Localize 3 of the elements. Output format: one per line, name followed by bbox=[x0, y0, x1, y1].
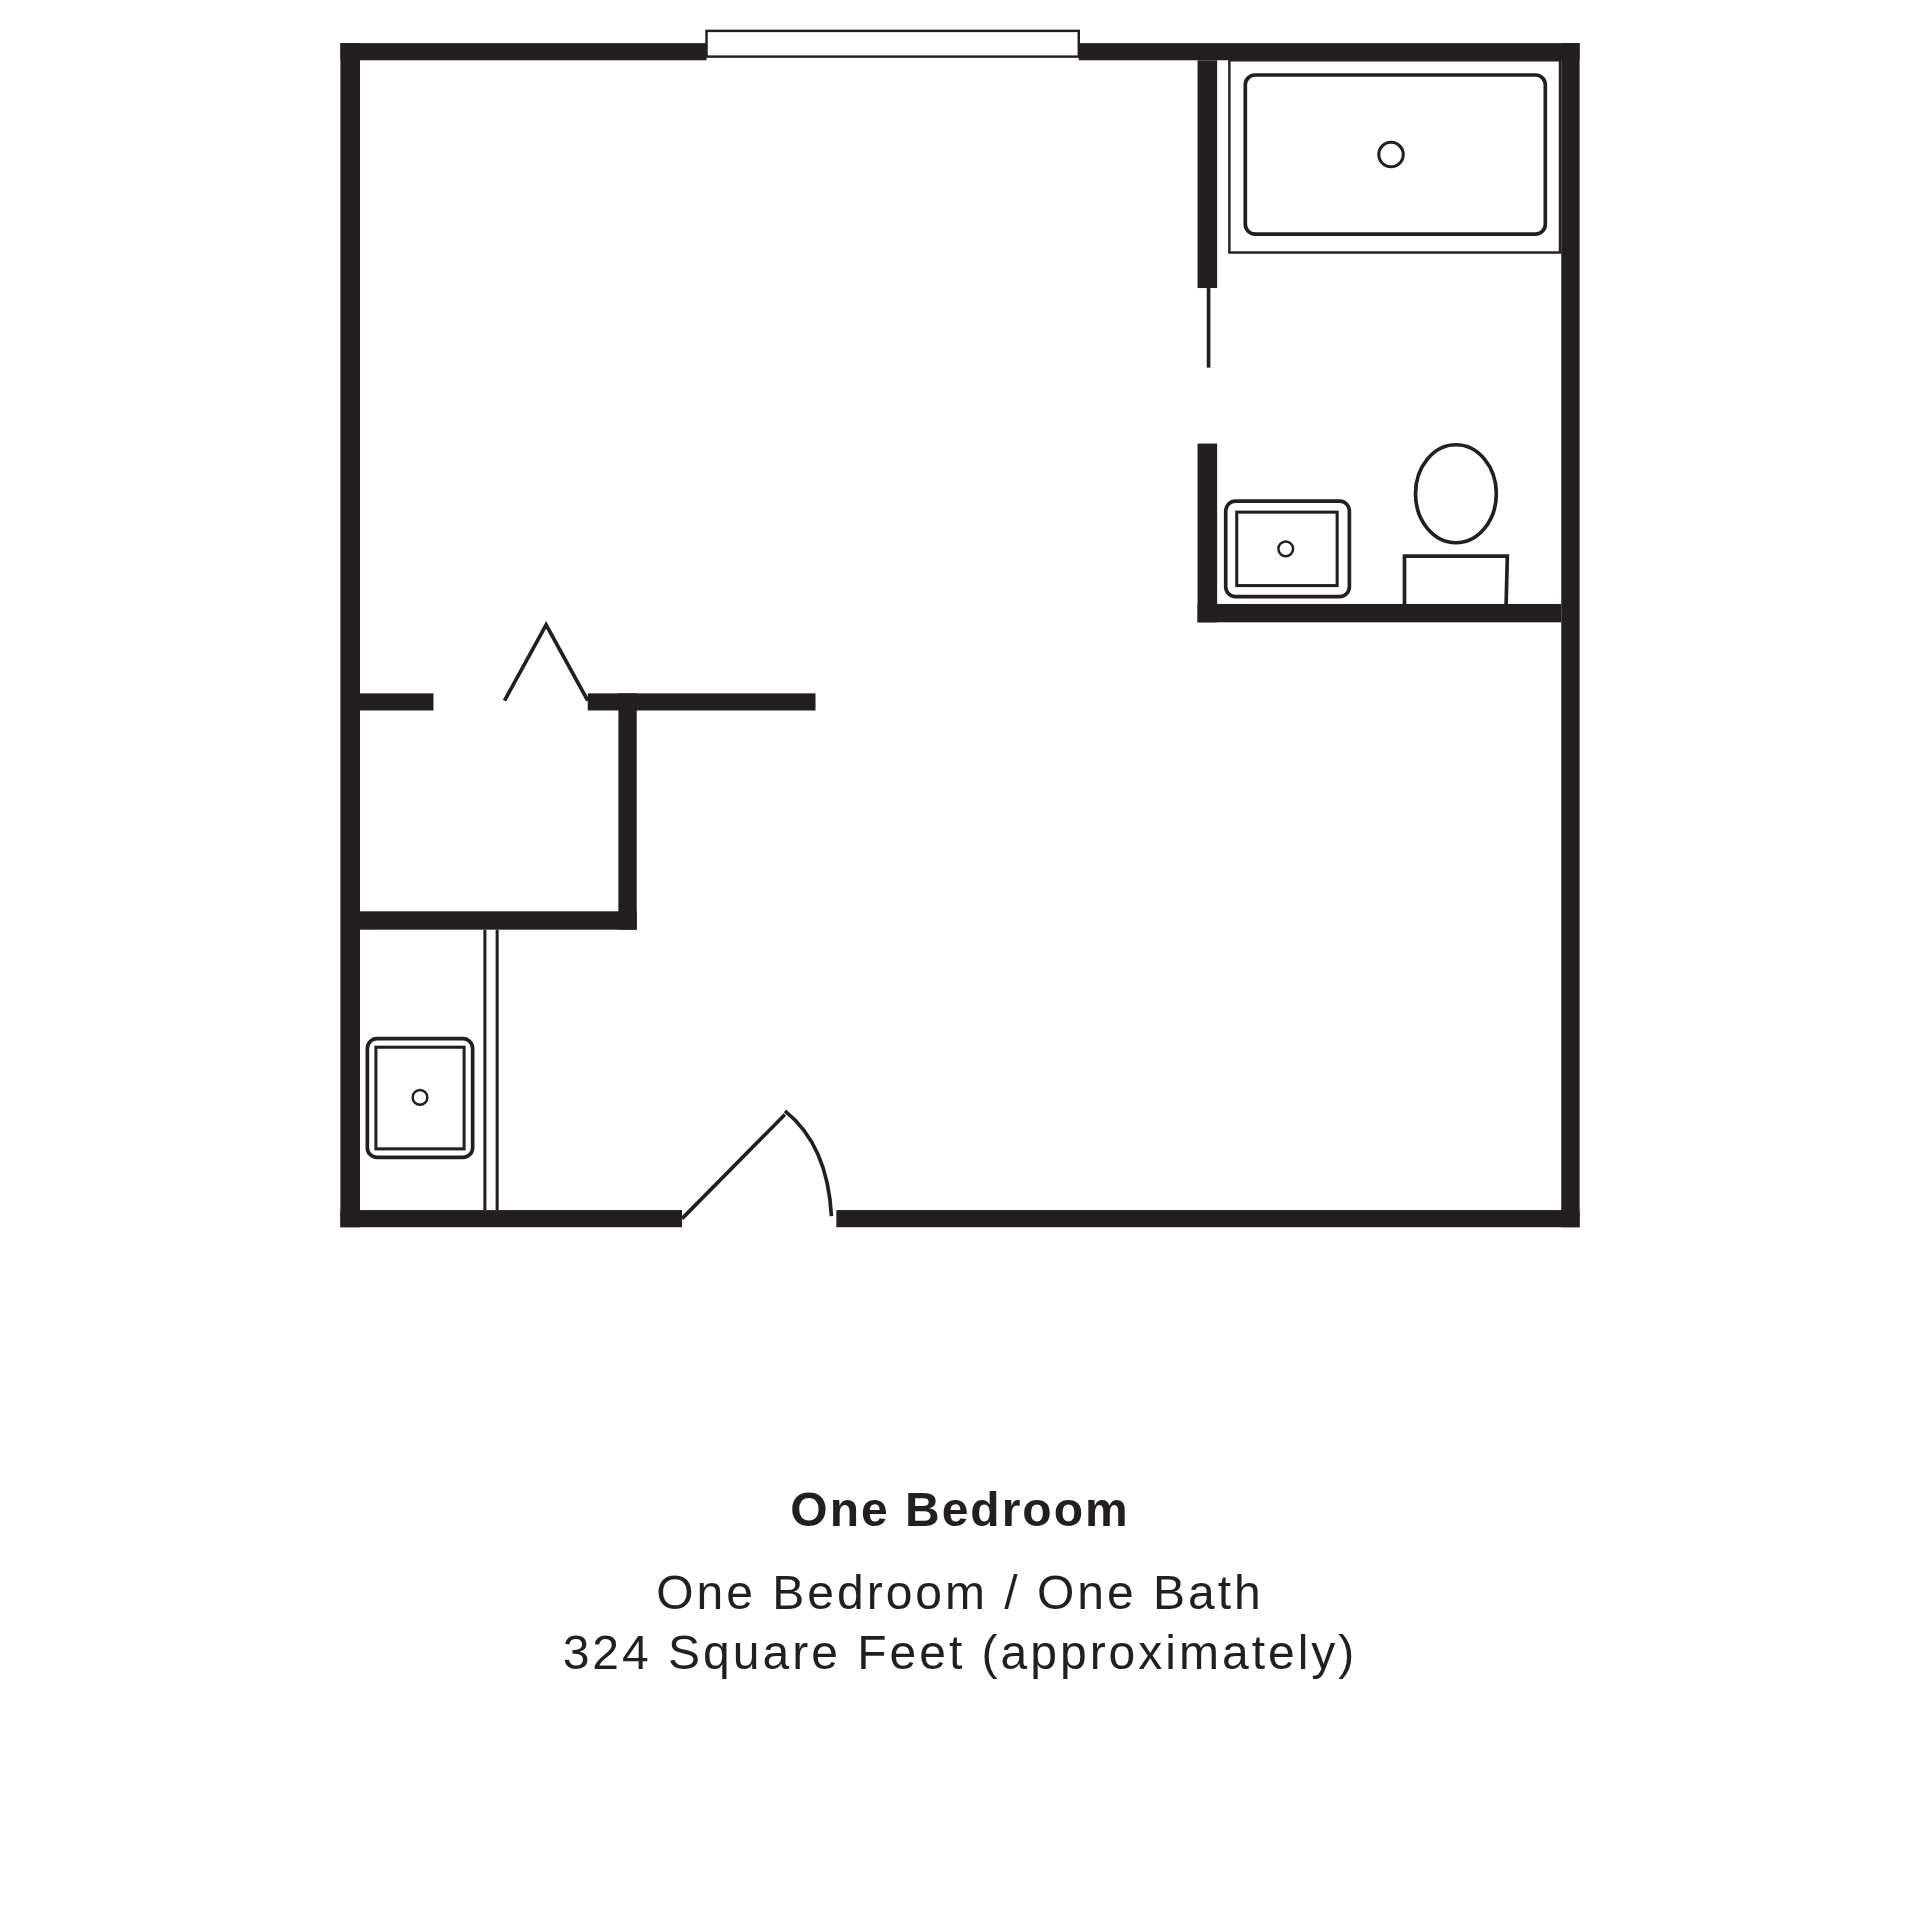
plan-title: One Bedroom bbox=[789, 1482, 1131, 1537]
unit-description: One Bedroom / One Bath bbox=[655, 1565, 1265, 1620]
area-note: 324 Square Feet (approximately) bbox=[561, 1625, 1359, 1680]
